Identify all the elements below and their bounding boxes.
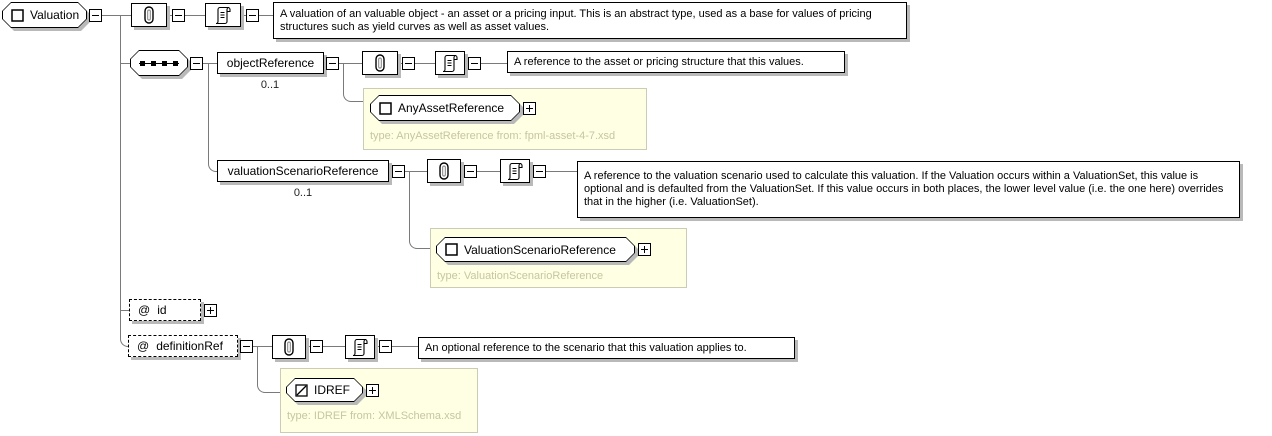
simple-type-icon	[295, 383, 308, 397]
type-label: AnyAssetReference	[398, 101, 505, 115]
annotation-node[interactable]	[427, 159, 461, 183]
connector-line	[409, 171, 410, 241]
documentation-text-box: A valuation of an valuable object - an a…	[273, 2, 907, 39]
connector-line	[398, 63, 435, 64]
documentation-text: A reference to the valuation scenario us…	[584, 170, 1224, 208]
type-label: ValuationScenarioReference	[464, 242, 616, 257]
expand-toggle[interactable]	[204, 304, 217, 317]
scroll-icon	[214, 5, 232, 26]
element-label: Valuation	[30, 8, 80, 22]
connector-line	[120, 63, 130, 64]
collapse-toggle[interactable]	[392, 165, 405, 178]
sequence-icon	[139, 59, 179, 68]
attribute-definitionref[interactable]: @ definitionRef	[128, 335, 238, 357]
attribute-prefix: @	[137, 339, 150, 353]
type-anyassetreference[interactable]: AnyAssetReference	[370, 95, 520, 121]
connector-line	[306, 346, 345, 347]
documentation-text: A reference to the asset or pricing stru…	[514, 55, 804, 68]
documentation-text: A valuation of an valuable object - an a…	[280, 7, 872, 33]
complex-type-icon	[379, 101, 392, 115]
connector-line	[120, 310, 129, 311]
collapse-toggle[interactable]	[326, 57, 339, 70]
type-note: type: IDREF from: XMLSchema.xsd	[287, 410, 462, 422]
collapse-toggle[interactable]	[89, 9, 102, 22]
documentation-node[interactable]	[500, 159, 530, 183]
connector-line	[208, 63, 209, 164]
expand-toggle[interactable]	[638, 243, 651, 256]
connector-trunk	[120, 15, 121, 339]
paperclip-icon	[281, 337, 297, 358]
paperclip-icon	[436, 161, 452, 182]
type-note: type: AnyAssetReference from: fpml-asset…	[370, 130, 616, 142]
connector-line	[87, 15, 131, 16]
connector-line	[461, 171, 500, 172]
sequence-compositor[interactable]	[130, 50, 188, 76]
connector-line	[417, 248, 431, 249]
scroll-icon	[441, 53, 459, 74]
collapse-toggle[interactable]	[402, 57, 415, 70]
capsule-fill	[437, 238, 634, 261]
type-label: IDREF	[314, 383, 350, 397]
documentation-node[interactable]	[435, 51, 465, 75]
connector-elbow	[343, 93, 352, 102]
collapse-toggle[interactable]	[468, 57, 481, 70]
scroll-icon	[506, 161, 524, 182]
element-label: valuationScenarioReference	[227, 164, 379, 178]
connector-line	[375, 346, 418, 347]
cardinality-label: 0..1	[260, 79, 280, 91]
scroll-icon	[351, 337, 369, 358]
annotation-node[interactable]	[272, 335, 306, 359]
complex-type-icon	[445, 243, 458, 256]
connector-line	[530, 171, 577, 172]
connector-line	[343, 63, 344, 94]
attribute-id[interactable]: @ id	[129, 299, 201, 321]
attribute-label: id	[157, 303, 167, 317]
expand-toggle[interactable]	[366, 384, 379, 397]
type-valuationscenarioreference[interactable]: ValuationScenarioReference	[436, 237, 635, 262]
collapse-toggle[interactable]	[190, 57, 203, 70]
element-valuation[interactable]: Valuation	[2, 2, 87, 28]
connector-line	[265, 392, 281, 393]
paperclip-icon	[141, 5, 157, 26]
collapse-toggle[interactable]	[533, 165, 546, 178]
attribute-label: definitionRef	[156, 339, 223, 353]
connector-line	[257, 346, 258, 385]
attribute-prefix: @	[138, 303, 151, 317]
documentation-text-box: An optional reference to the scenario th…	[418, 337, 795, 359]
connector-line	[465, 63, 507, 64]
collapse-toggle[interactable]	[464, 165, 477, 178]
collapse-toggle[interactable]	[379, 340, 392, 353]
annotation-node[interactable]	[131, 3, 167, 27]
documentation-text: An optional reference to the scenario th…	[425, 341, 747, 354]
complex-type-icon	[11, 8, 24, 22]
expand-toggle[interactable]	[523, 102, 536, 115]
connector-line	[238, 346, 272, 347]
collapse-toggle[interactable]	[310, 340, 323, 353]
documentation-text-box: A reference to the asset or pricing stru…	[507, 51, 845, 73]
documentation-node[interactable]	[205, 3, 241, 27]
element-label: objectReference	[226, 56, 315, 70]
connector-line	[351, 101, 364, 102]
collapse-toggle[interactable]	[246, 9, 259, 22]
collapse-toggle[interactable]	[172, 9, 185, 22]
documentation-node[interactable]	[345, 335, 375, 359]
element-objectreference[interactable]: objectReference	[217, 52, 324, 74]
connector-line	[167, 15, 205, 16]
type-idref[interactable]: IDREF	[286, 378, 363, 402]
connector-elbow	[257, 384, 266, 393]
cardinality-label: 0..1	[293, 187, 313, 199]
documentation-text-box: A reference to the valuation scenario us…	[577, 161, 1240, 218]
connector-line	[389, 171, 427, 172]
connector-elbow	[409, 240, 418, 249]
connector-elbow	[208, 163, 217, 172]
paperclip-icon	[372, 53, 388, 74]
connector-elbow	[120, 338, 129, 347]
type-note: type: ValuationScenarioReference	[437, 270, 604, 282]
annotation-node[interactable]	[362, 51, 398, 75]
capsule-fill	[371, 96, 519, 120]
collapse-toggle[interactable]	[240, 340, 253, 353]
element-valuationscenarioreference[interactable]: valuationScenarioReference	[217, 160, 389, 182]
